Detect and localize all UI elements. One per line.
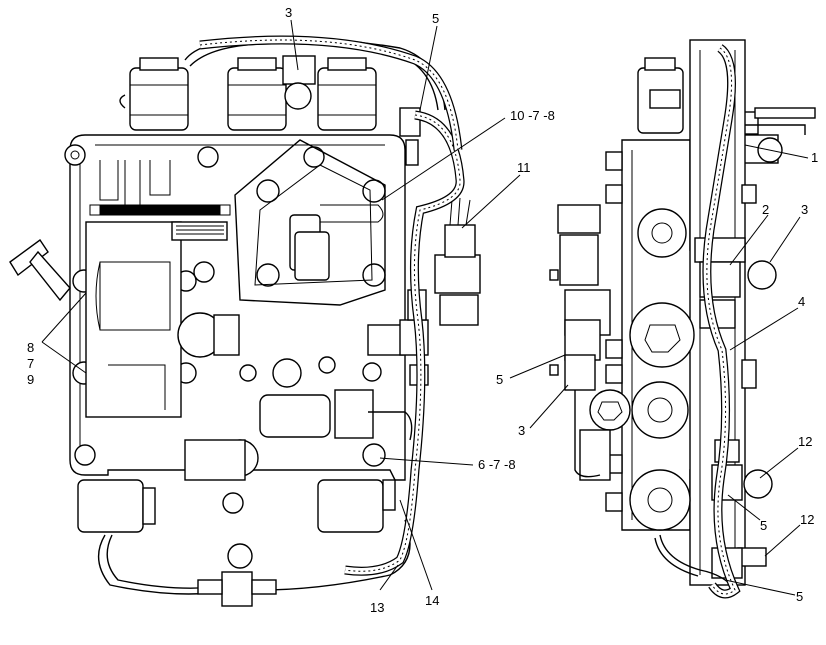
top-solenoid-left	[119, 57, 189, 131]
side-fitting	[9, 239, 71, 302]
callout-8: 8	[27, 340, 34, 355]
housing-outline	[69, 134, 406, 481]
callout-11: 11	[517, 160, 531, 175]
top-solenoid-right	[317, 57, 377, 131]
top-sensor	[282, 55, 316, 110]
bottom-center-solenoid	[184, 439, 259, 481]
callout-5-left: 5	[496, 372, 503, 387]
connector-11	[434, 197, 481, 326]
valve-body-front-view	[9, 35, 481, 607]
callout-14: 14	[425, 593, 439, 608]
callout-5-mid: 5	[760, 518, 767, 533]
accumulator-cover	[85, 221, 228, 418]
callout-3-lower: 3	[518, 423, 525, 438]
bottom-solenoid-left	[77, 479, 156, 533]
callout-12-upper: 12	[798, 434, 812, 449]
callout-10-7-8: 10 -7 -8	[510, 108, 555, 123]
callout-6-7-8: 6 -7 -8	[478, 457, 516, 472]
callout-labels: 3 5 10 -7 -8 11 8 7 9 6 -7 -8 13 14 1 2 …	[27, 5, 818, 615]
callout-2: 2	[762, 202, 769, 217]
callout-1: 1	[811, 150, 818, 165]
callout-5: 5	[432, 11, 439, 26]
leader-lines	[41, 19, 809, 596]
center-solenoid	[177, 312, 240, 358]
bottom-solenoid-right	[317, 479, 396, 533]
callout-13: 13	[370, 600, 384, 615]
callout-9: 9	[27, 372, 34, 387]
braided-harness-right	[702, 44, 741, 599]
lower-solenoid	[259, 389, 413, 441]
callout-7: 7	[27, 356, 34, 371]
callout-3-right: 3	[801, 202, 808, 217]
braided-harness-left	[199, 35, 465, 576]
callout-4: 4	[798, 294, 805, 309]
cover-plate	[234, 139, 386, 306]
top-solenoid-middle	[227, 57, 287, 131]
callout-3: 3	[285, 5, 292, 20]
callout-12-lower: 12	[800, 512, 814, 527]
callout-5-bottom: 5	[796, 589, 803, 604]
valve-body-side-view	[549, 39, 816, 599]
